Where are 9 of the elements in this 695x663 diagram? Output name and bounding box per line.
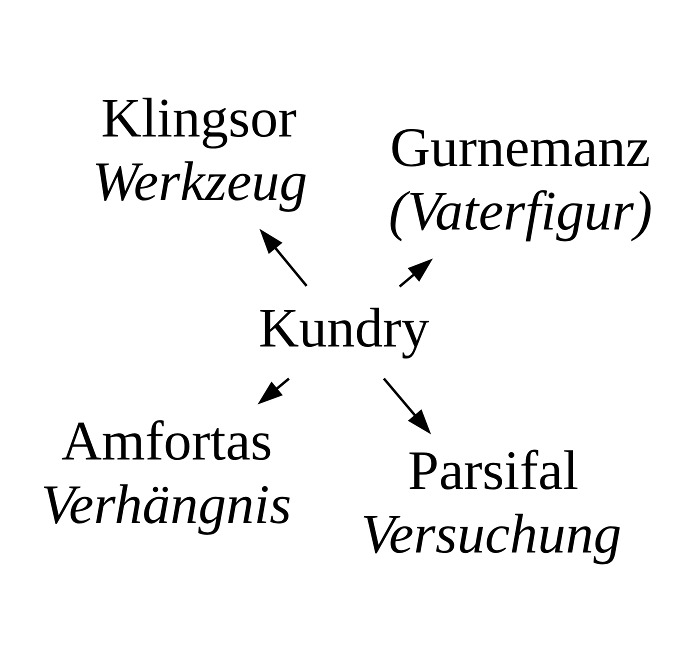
node-text: Klingsor Werkzeug	[92, 88, 308, 213]
arrow	[382, 378, 432, 434]
node-text: Gurnemanz (Vaterfigur)	[388, 116, 652, 242]
node-text: Kundry	[258, 298, 430, 360]
node-text: Parsifal Versuchung	[360, 440, 622, 566]
arrow	[398, 258, 433, 288]
node-text: Amfortas Verhängnis	[41, 410, 292, 536]
arrow	[258, 378, 290, 405]
arrow	[259, 228, 308, 287]
